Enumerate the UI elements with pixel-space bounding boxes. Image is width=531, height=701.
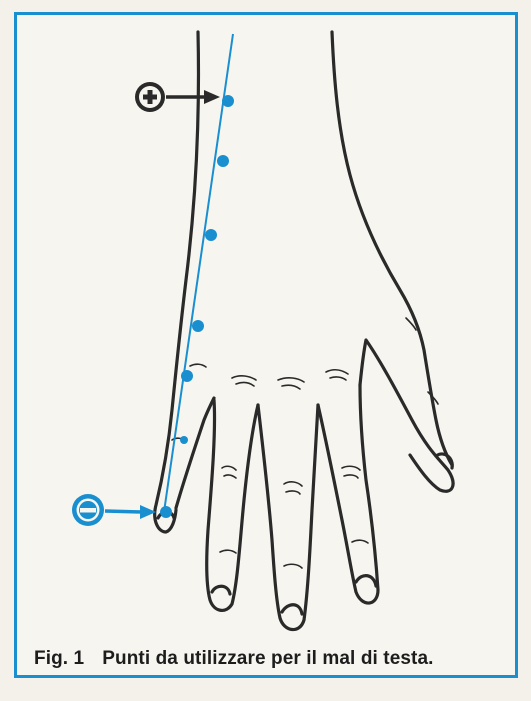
middle-nail (282, 605, 302, 614)
knuckle-creases (172, 318, 438, 568)
figure-caption-text: Punti da utilizzare per il mal di testa. (102, 648, 433, 669)
minus-marker-icon (72, 494, 156, 526)
thumb-inner-edge (176, 398, 214, 508)
acupoint (180, 436, 188, 444)
ring-nail (356, 576, 376, 586)
acupoint (160, 506, 172, 518)
little-finger (360, 340, 453, 491)
middle-finger (258, 405, 318, 630)
hand-outline-right (332, 32, 452, 465)
acupoint (205, 229, 217, 241)
ring-finger (318, 385, 378, 603)
index-nail (212, 586, 230, 594)
index-finger (207, 400, 258, 610)
plus-marker-icon (135, 82, 220, 112)
acupoint (192, 320, 204, 332)
figure-label: Fig. 1 (34, 648, 84, 669)
acupoint (217, 155, 229, 167)
acupoint (181, 370, 193, 382)
acupoint (222, 95, 234, 107)
figure-caption: Fig. 1 Punti da utilizzare per il mal di … (34, 648, 434, 670)
